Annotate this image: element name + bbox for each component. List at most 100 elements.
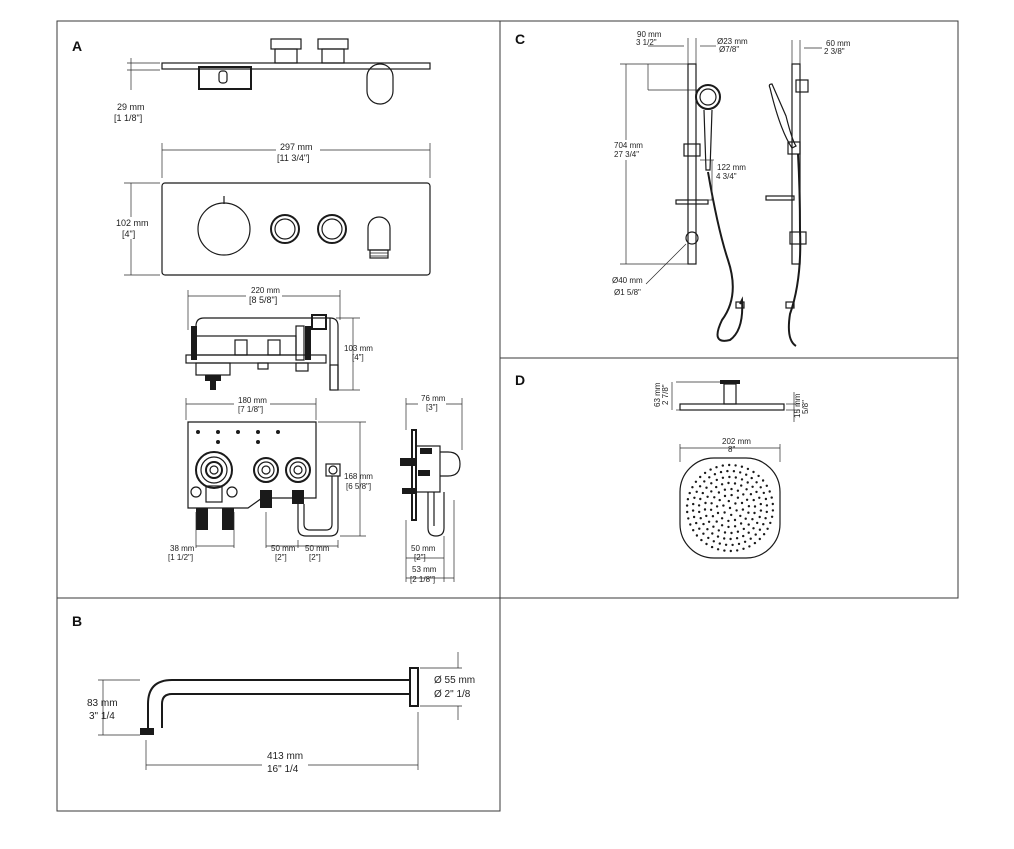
nozzle-dot bbox=[724, 543, 728, 546]
nozzle-dot bbox=[722, 504, 725, 507]
a-body-w-in: [7 1/8"] bbox=[238, 405, 263, 414]
nozzle-dot bbox=[762, 491, 765, 495]
nozzle-dot bbox=[765, 484, 768, 487]
nozzle-dot bbox=[710, 482, 713, 485]
nozzle-dot bbox=[687, 517, 690, 520]
nozzle-dot bbox=[717, 491, 721, 494]
panel-a-front-view: 297 mm [11 3/4"] 102 mm [4"] bbox=[114, 140, 431, 276]
nozzle-dot bbox=[730, 487, 733, 491]
a-height-mm: 29 mm bbox=[117, 102, 145, 112]
nozzle-grid bbox=[685, 463, 775, 553]
nozzle-dot bbox=[686, 510, 689, 514]
nozzle-dot bbox=[732, 470, 736, 473]
nozzle-dot bbox=[729, 537, 732, 541]
nozzle-dot bbox=[718, 542, 721, 545]
nozzle-dot bbox=[747, 523, 750, 526]
nozzle-dot bbox=[689, 523, 692, 526]
nozzle-dot bbox=[723, 537, 726, 540]
a-body-h-in: [6 5/8"] bbox=[346, 482, 371, 491]
nozzle-dot bbox=[736, 489, 740, 492]
nozzle-dot bbox=[758, 496, 761, 499]
nozzle-dot bbox=[735, 537, 739, 540]
panel-b-label: B bbox=[72, 613, 82, 629]
nozzle-dot bbox=[770, 496, 773, 499]
a-side1-in: [2"] bbox=[414, 553, 426, 562]
nozzle-dot bbox=[733, 482, 737, 485]
c-offset-mm: 90 mm bbox=[637, 30, 662, 39]
nozzle-dot bbox=[733, 518, 737, 522]
nozzle-dot bbox=[742, 547, 745, 550]
nozzle-dot bbox=[728, 506, 732, 510]
panel-b-shower-arm: 83 mm 3" 1/4 Ø 55 mm Ø 2" 1/8 413 mm 16"… bbox=[87, 652, 475, 775]
nozzle-dot bbox=[752, 498, 755, 502]
a-valve-w-mm: 220 mm bbox=[251, 286, 280, 295]
c-mount-in: Ø1 5/8" bbox=[614, 288, 641, 297]
nozzle-dot bbox=[733, 525, 737, 528]
panel-d-frame bbox=[499, 357, 959, 599]
nozzle-dot bbox=[751, 485, 754, 488]
panel-c-label: C bbox=[515, 31, 525, 47]
a-inlet-in: [1 1/2"] bbox=[168, 553, 193, 562]
nozzle-dot bbox=[758, 528, 762, 531]
nozzle-dot bbox=[723, 488, 727, 491]
c-offset-in: 3 1/2" bbox=[636, 38, 657, 47]
nozzle-dot bbox=[720, 483, 724, 486]
nozzle-dot bbox=[711, 515, 715, 518]
a-side1-mm: 50 mm bbox=[411, 544, 436, 553]
nozzle-dot bbox=[750, 476, 753, 480]
nozzle-dot bbox=[699, 517, 702, 520]
nozzle-dot bbox=[723, 531, 727, 534]
a-valve-w-in: [8 5/8"] bbox=[249, 295, 277, 305]
c-wall-mm: 60 mm bbox=[826, 39, 851, 48]
nozzle-dot bbox=[747, 531, 750, 534]
nozzle-dot bbox=[761, 479, 765, 482]
nozzle-dot bbox=[694, 480, 698, 483]
nozzle-dot bbox=[755, 490, 758, 494]
nozzle-dot bbox=[710, 490, 713, 493]
nozzle-dot bbox=[727, 499, 730, 503]
nozzle-dot bbox=[728, 475, 731, 479]
nozzle-dot bbox=[739, 514, 742, 518]
nozzle-dot bbox=[742, 534, 745, 538]
b-length-in: 16" 1/4 bbox=[267, 764, 299, 775]
nozzle-dot bbox=[715, 520, 718, 523]
a-body-h-mm: 168 mm bbox=[344, 472, 373, 481]
a-valve-h-mm: 103 mm bbox=[344, 344, 373, 353]
nozzle-dot bbox=[712, 525, 715, 528]
nozzle-dot bbox=[745, 498, 749, 501]
d-h2-in: 5/8" bbox=[801, 400, 810, 414]
nozzle-dot bbox=[715, 478, 718, 482]
a-valve-h-in: [4"] bbox=[352, 353, 364, 362]
c-head-mm: 122 mm bbox=[717, 163, 746, 172]
nozzle-dot bbox=[736, 496, 740, 499]
nozzle-dot bbox=[710, 545, 714, 549]
nozzle-dot bbox=[734, 476, 737, 479]
c-length-in: 27 3/4" bbox=[614, 150, 639, 159]
nozzle-dot bbox=[734, 464, 737, 467]
d-h2-mm: 15 mm bbox=[793, 393, 802, 418]
nozzle-dot bbox=[758, 537, 761, 541]
nozzle-dot bbox=[715, 466, 718, 469]
nozzle-dot bbox=[719, 470, 723, 474]
a-depth-mm: 76 mm bbox=[421, 394, 446, 403]
nozzle-dot bbox=[740, 501, 744, 505]
nozzle-dot bbox=[728, 463, 731, 467]
nozzle-dot bbox=[742, 493, 745, 496]
panel-b-frame bbox=[56, 597, 501, 812]
nozzle-dot bbox=[727, 519, 730, 523]
nozzle-dot bbox=[764, 497, 768, 501]
panel-a-valve-front-view: 180 mm [7 1/8"] bbox=[168, 394, 373, 562]
c-mount-mm: Ø40 mm bbox=[612, 276, 643, 285]
nozzle-dot bbox=[713, 473, 717, 476]
nozzle-dot bbox=[759, 509, 763, 512]
c-bar-d-mm: Ø23 mm bbox=[717, 37, 748, 46]
nozzle-dot bbox=[764, 517, 767, 520]
nozzle-dot bbox=[766, 527, 769, 530]
nozzle-dot bbox=[720, 517, 724, 520]
nozzle-dot bbox=[716, 511, 720, 515]
nozzle-dot bbox=[730, 513, 733, 517]
nozzle-dot bbox=[744, 517, 747, 520]
a-width-in: [11 3/4"] bbox=[277, 153, 310, 163]
nozzle-dot bbox=[752, 470, 755, 474]
